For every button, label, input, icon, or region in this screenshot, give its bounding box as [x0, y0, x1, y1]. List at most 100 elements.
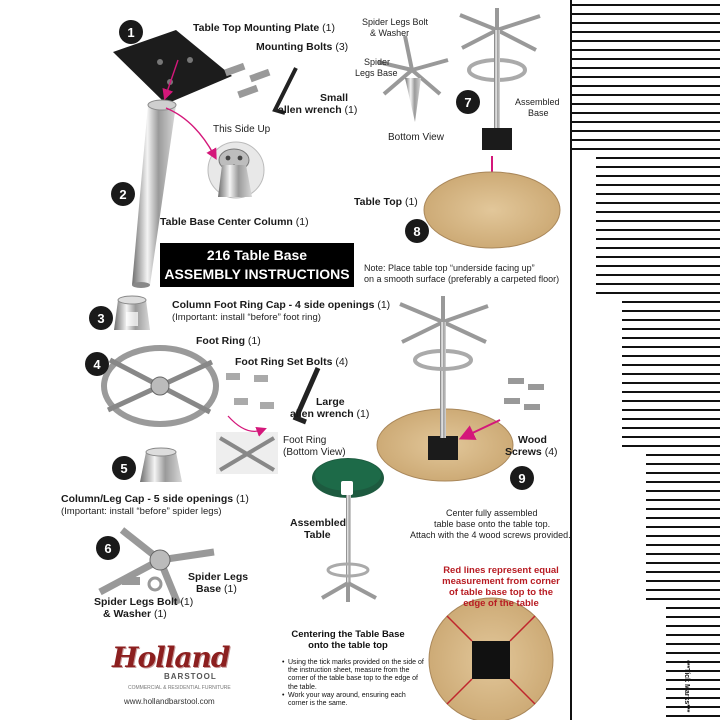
step-number-2: 2 [111, 182, 135, 206]
tick-marks-label: ***Tick Marks*** [683, 660, 690, 713]
set-bolts-name: Foot Ring Set Bolts [235, 356, 333, 368]
ruler-tick [596, 175, 720, 177]
spider-bolt-name: Spider Legs Bolt [94, 596, 178, 608]
step-number-7: 7 [456, 90, 480, 114]
foot-ring-cap-note: (Important: install “before” foot ring) [172, 312, 321, 323]
ruler-tick [666, 634, 720, 636]
ruler-tick [622, 346, 720, 348]
foot-ring-image [101, 345, 219, 427]
ruler-tick [570, 13, 720, 15]
ruler-tick [570, 40, 720, 42]
ruler-tick [622, 445, 720, 447]
foot-ring-bottom-label-2: (Bottom View) [283, 447, 346, 458]
table-top-note-2: on a smooth surface (preferably a carpet… [364, 274, 560, 284]
ruler-tick [646, 544, 720, 546]
centering-steps: Using the tick marks provided on the sid… [282, 659, 424, 708]
tick-mark-ruler [570, 0, 720, 720]
large-wrench-qty: (1) [356, 408, 370, 420]
set-bolts-image [226, 373, 274, 409]
ruler-tick [666, 706, 720, 708]
step-number-8: 8 [405, 219, 429, 243]
large-wrench-name: allen wrench [290, 408, 354, 420]
ruler-tick [570, 58, 720, 60]
ruler-tick [596, 238, 720, 240]
table-attach-image [376, 296, 514, 482]
ruler-tick [596, 283, 720, 285]
wood-screws-name: Screws [505, 446, 542, 458]
leg-cap-note: (Important: install “before” spider legs… [61, 506, 222, 517]
ruler-tick [666, 670, 720, 672]
ruler-tick [622, 328, 720, 330]
ruler-tick [570, 85, 720, 87]
ruler-tick [596, 292, 720, 294]
ruler-tick [666, 616, 720, 618]
spider-base-label-2: Base (1) [196, 583, 237, 595]
foot-ring-cap-name: Column Foot Ring Cap - 4 side openings [172, 299, 375, 311]
ruler-tick [646, 598, 720, 600]
ruler-tick [596, 184, 720, 186]
large-allen-wrench-image [292, 366, 321, 425]
ruler-tick [622, 427, 720, 429]
leg-cap-image [140, 447, 182, 482]
ruler-tick [596, 202, 720, 204]
ruler-tick [666, 661, 720, 663]
ruler-tick [570, 67, 720, 69]
centering-title-2: onto the table top [308, 640, 388, 651]
ruler-tick [570, 103, 720, 105]
this-side-up-label: This Side Up [213, 124, 271, 135]
foot-ring-name: Foot Ring [196, 335, 245, 347]
wood-screws-label-2: Screws (4) [505, 446, 558, 458]
assembled-table-image [312, 458, 384, 602]
leg-cap-name: Column/Leg Cap - 5 side openings [61, 493, 234, 505]
ruler-tick [646, 535, 720, 537]
spider-bolt-qty: (1) [180, 596, 194, 608]
spider-bottom-view-image [377, 35, 449, 122]
wood-screws-image [504, 378, 544, 410]
ruler-tick [570, 121, 720, 123]
logo-url: www.hollandbarstool.com [124, 697, 215, 706]
small-wrench-name: allen wrench [278, 104, 342, 116]
foot-ring-bottom-inset [216, 432, 278, 474]
ruler-tick [646, 454, 720, 456]
ruler-tick [596, 166, 720, 168]
ruler-tick [570, 31, 720, 33]
ruler-tick [646, 589, 720, 591]
ruler-tick [646, 571, 720, 573]
table-top-image [423, 171, 561, 249]
ruler-tick [570, 94, 720, 96]
step-number-3: 3 [89, 306, 113, 330]
ruler-tick [570, 4, 720, 6]
step-number-1: 1 [119, 20, 143, 44]
ruler-tick [666, 643, 720, 645]
spider-bolt-label-2: & Washer (1) [103, 608, 167, 620]
mounting-plate-name: Table Top Mounting Plate [193, 22, 320, 34]
ruler-tick [622, 409, 720, 411]
foot-ring-label: Foot Ring (1) [196, 335, 261, 347]
ruler-tick [622, 310, 720, 312]
ruler-tick [570, 148, 720, 150]
ruler-tick [646, 463, 720, 465]
centering-step-1: Using the tick marks provided on the sid… [282, 659, 424, 692]
assembled-base-label-2: Base [528, 108, 549, 118]
holland-logo: Holland BARSTOOL COMMERCIAL & RESIDENTIA… [98, 633, 238, 713]
red-lines-note: Red lines represent equal measurement fr… [442, 565, 560, 609]
large-wrench-label-2: allen wrench (1) [290, 408, 369, 420]
ruler-tick [596, 256, 720, 258]
bottom-view-bolt-label-2: & Washer [370, 28, 410, 38]
spider-legs-base-image [98, 527, 215, 606]
ruler-tick [570, 22, 720, 24]
ruler-tick [570, 76, 720, 78]
ruler-tick [646, 508, 720, 510]
title-line-2: ASSEMBLY INSTRUCTIONS [164, 266, 350, 282]
mounting-bolts-qty: (3) [335, 41, 349, 53]
assembled-base-label-1: Assembled [515, 97, 560, 107]
mounting-bolts-image [224, 62, 271, 99]
centering-step-2: Work your way around, ensuring each corn… [282, 692, 424, 708]
ruler-tick [622, 355, 720, 357]
ruler-tick [596, 211, 720, 213]
ruler-tick [646, 517, 720, 519]
ruler-tick [646, 562, 720, 564]
mounting-plate-label: Table Top Mounting Plate (1) [193, 22, 335, 34]
washer-name: & Washer [103, 608, 152, 620]
